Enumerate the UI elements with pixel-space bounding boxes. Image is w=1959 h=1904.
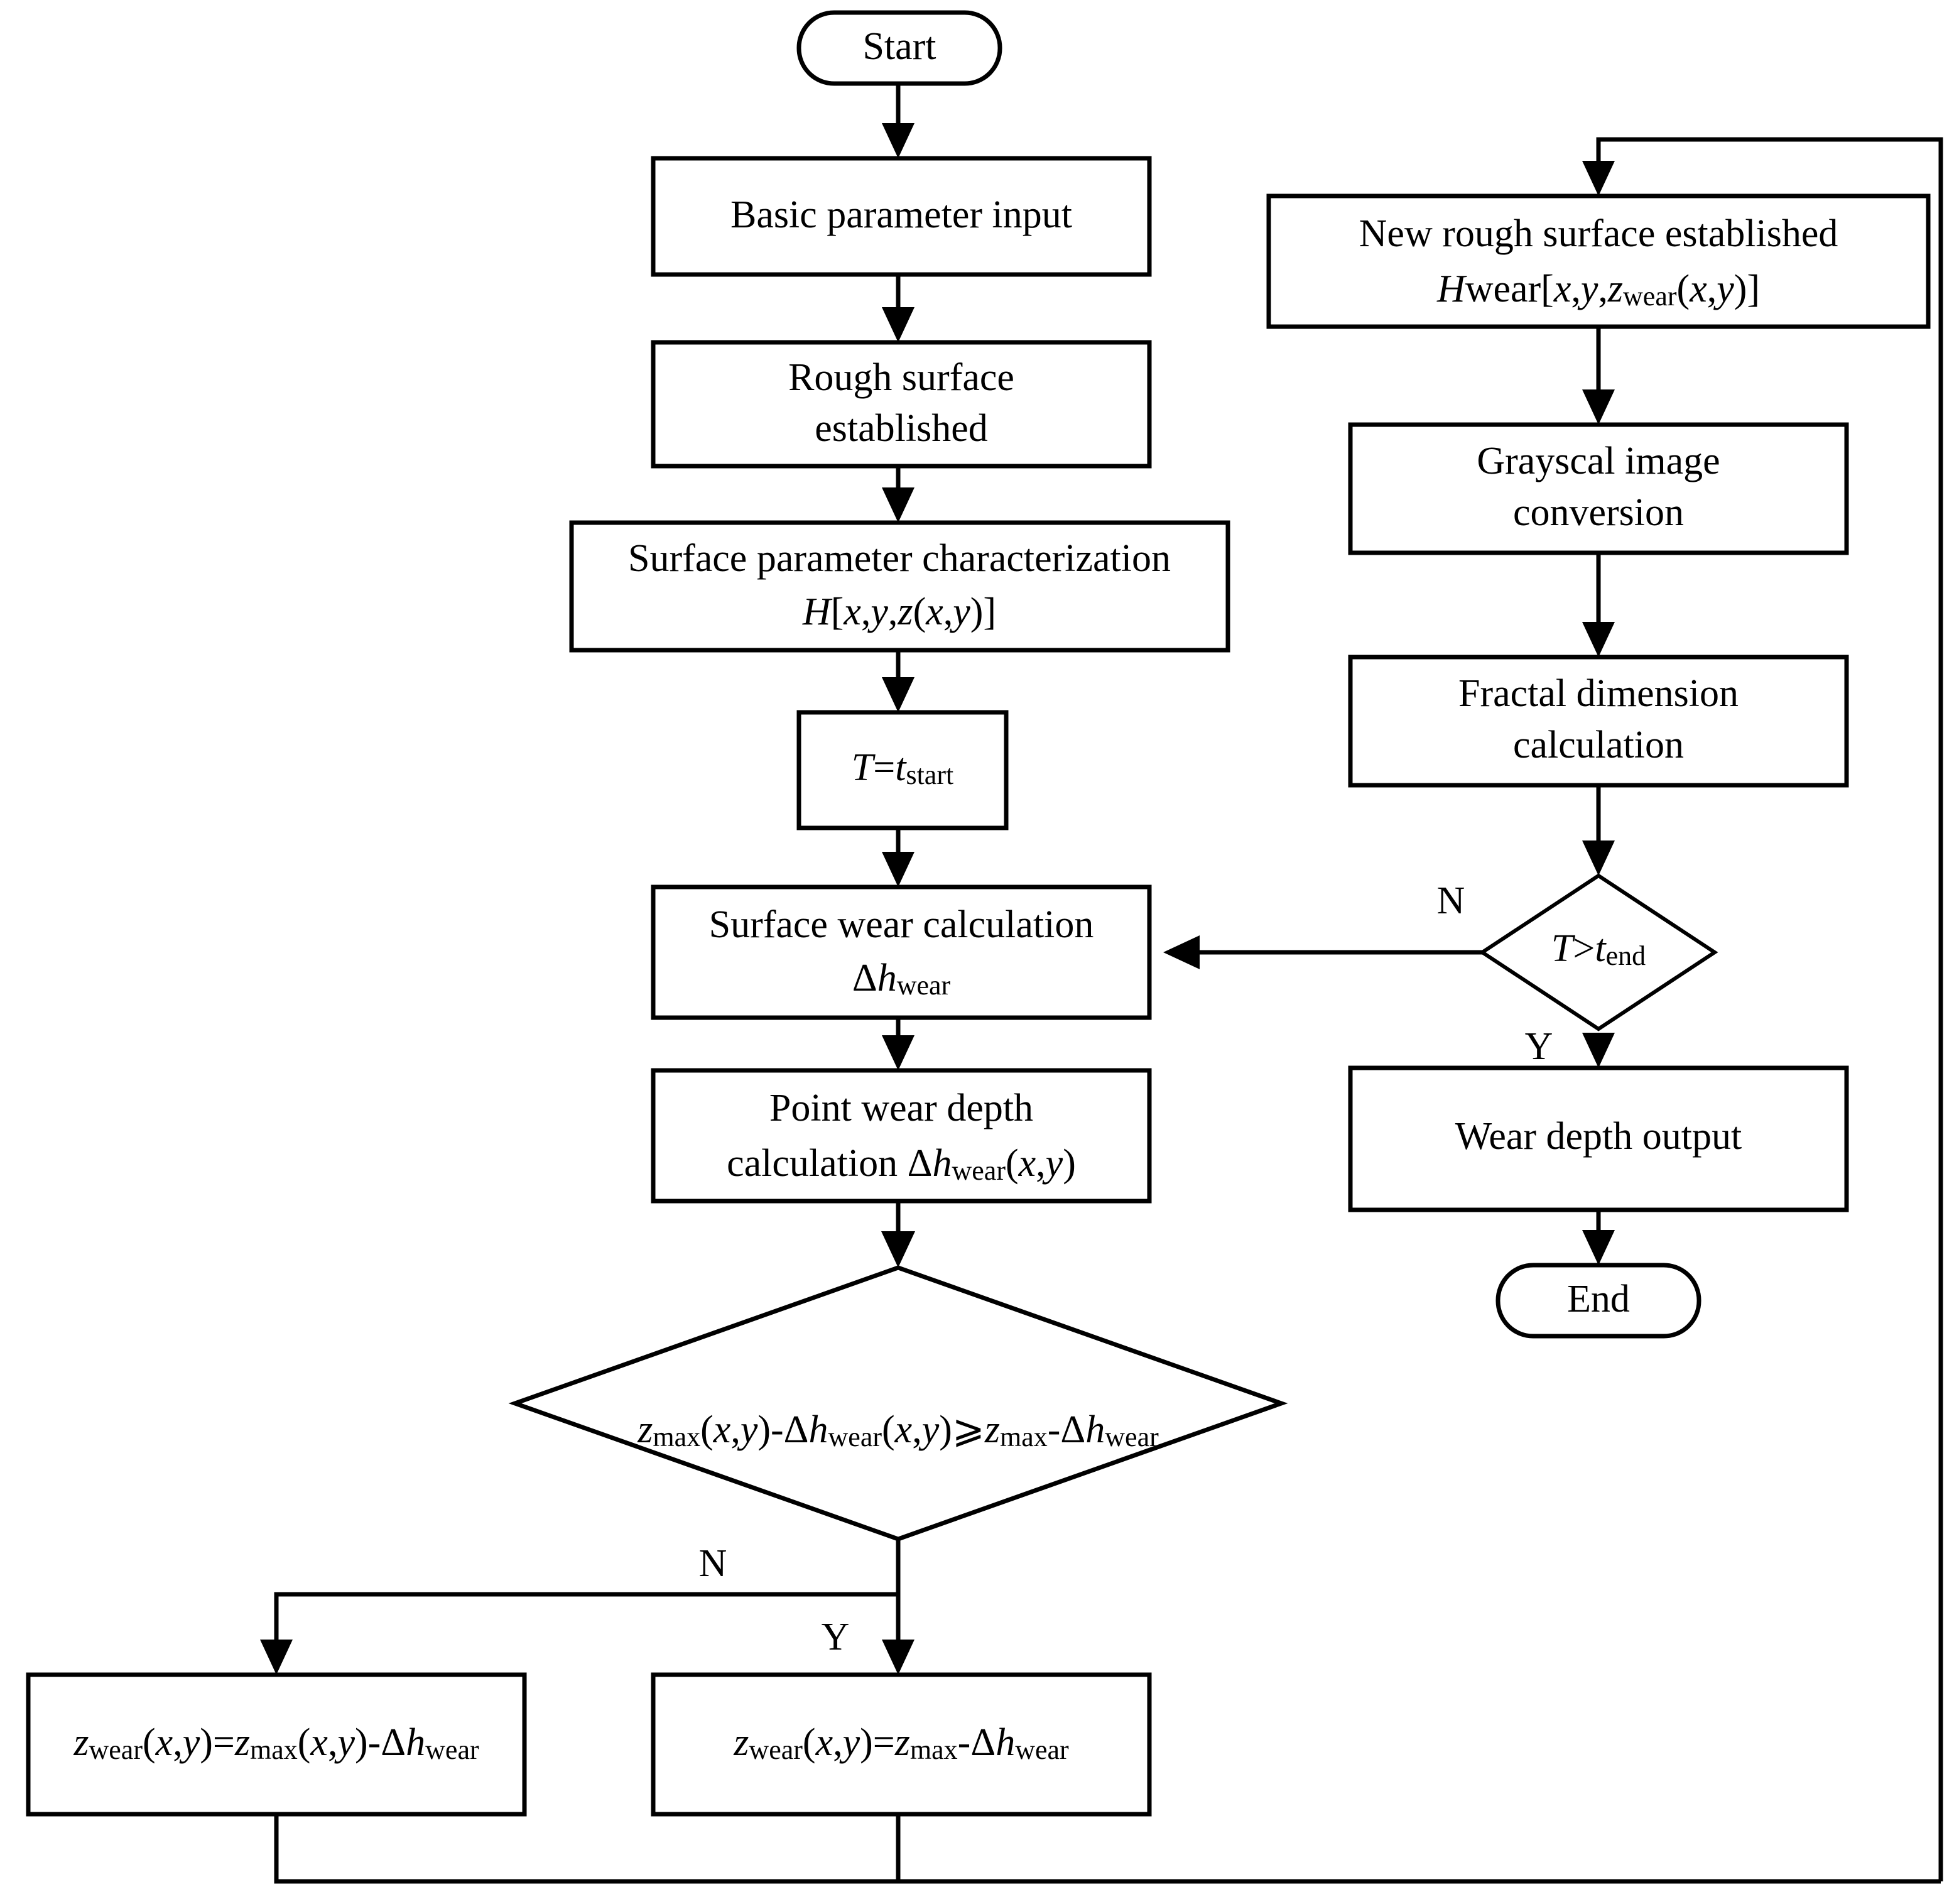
node-wear-depth-output[interactable]: Wear depth output	[1348, 1065, 1849, 1212]
edge-layer	[260, 84, 1943, 1884]
node-new-rough-surface-line1: New rough surface established	[1359, 212, 1838, 255]
node-fractal-line2: calculation	[1513, 724, 1684, 766]
node-basic-parameter-input[interactable]: Basic parameter input	[651, 156, 1152, 277]
edge-rough-surface-to-surface-param	[882, 466, 914, 523]
edge-decision-yes-to-assign-uniform	[882, 1594, 914, 1675]
node-point-wear-depth[interactable]: Point wear depth calculation Δhwear(x,y)	[651, 1068, 1152, 1204]
node-fractal-dimension[interactable]: Fractal dimension calculation	[1348, 655, 1849, 788]
node-time-init-label: T=tstart	[852, 746, 953, 790]
node-rough-surface-line2: established	[815, 407, 988, 450]
node-surface-wear-calculation[interactable]: Surface wear calculation Δhwear	[651, 884, 1152, 1020]
node-surface-param-line1: Surface parameter characterization	[628, 537, 1171, 580]
node-wear-condition-decision[interactable]: zmax(x,y)-Δhwear(x,y)⩾zmax-Δhwear	[508, 1265, 1288, 1542]
edge-time-init-to-surface-wear	[882, 828, 914, 887]
node-surface-parameter-characterization[interactable]: Surface parameter characterization H[x,y…	[569, 520, 1230, 653]
edge-assign-pointwise-to-return-bus	[274, 1814, 1941, 1884]
edge-grayscale-to-fractal	[1582, 553, 1615, 657]
node-fractal-line1: Fractal dimension	[1458, 672, 1739, 715]
node-grayscale-line2: conversion	[1513, 491, 1684, 534]
node-time-end-label: T>tend	[1551, 927, 1646, 971]
branch-label-wear-condition-no: N	[699, 1542, 727, 1585]
edge-wear-output-to-end	[1582, 1210, 1615, 1265]
edge-fractal-to-time-decision	[1582, 785, 1615, 876]
node-wear-depth-output-label: Wear depth output	[1455, 1115, 1742, 1158]
node-assign-pointwise-label: zwear(x,y)=zmax(x,y)-Δhwear	[73, 1721, 479, 1765]
node-grayscale-conversion[interactable]: Grayscal image conversion	[1348, 422, 1849, 555]
node-surface-wear-line2: Δhwear	[852, 957, 951, 1001]
edge-time-decision-no-to-surface-wear	[1163, 935, 1482, 969]
node-surface-param-line2: H[x,y,z(x,y)]	[802, 590, 996, 633]
edge-return-bus-to-new-rough-surface	[1582, 137, 1943, 1881]
branch-label-time-end-yes: Y	[1525, 1025, 1553, 1068]
edge-basic-input-to-rough-surface	[882, 275, 914, 342]
node-rough-surface-established[interactable]: Rough surface established	[651, 340, 1152, 469]
node-start-label: Start	[862, 25, 936, 68]
edge-point-wear-to-decision	[881, 1201, 915, 1268]
edge-start-to-basic-input	[882, 84, 914, 158]
node-rough-surface-line1: Rough surface	[788, 356, 1014, 399]
node-time-init[interactable]: T=tstart	[796, 710, 1009, 830]
node-new-rough-surface-line2: Hwear[x,y,zwear(x,y)]	[1436, 268, 1760, 312]
node-surface-wear-line1: Surface wear calculation	[709, 903, 1094, 946]
node-wear-condition-label: zmax(x,y)-Δhwear(x,y)⩾zmax-Δhwear	[637, 1408, 1159, 1452]
node-end-label: End	[1567, 1278, 1630, 1320]
node-assign-uniform-label: zwear(x,y)=zmax-Δhwear	[733, 1721, 1069, 1765]
node-point-wear-line1: Point wear depth	[769, 1087, 1033, 1129]
node-end[interactable]: End	[1495, 1263, 1701, 1339]
node-assign-wear-pointwise[interactable]: zwear(x,y)=zmax(x,y)-Δhwear	[26, 1672, 527, 1817]
node-grayscale-line1: Grayscal image	[1477, 440, 1720, 482]
edge-surface-wear-to-point-wear	[882, 1018, 914, 1070]
edge-time-decision-yes-to-wear-output	[1582, 1033, 1615, 1068]
node-basic-parameter-input-label: Basic parameter input	[730, 193, 1072, 236]
edge-surface-param-to-time-init	[882, 650, 914, 712]
edge-new-rough-surface-to-grayscale	[1582, 327, 1615, 425]
node-point-wear-line2: calculation Δhwear(x,y)	[727, 1142, 1076, 1186]
node-new-rough-surface[interactable]: New rough surface established Hwear[x,y,…	[1266, 193, 1931, 329]
edge-decision-no-to-assign-pointwise	[260, 1539, 901, 1675]
branch-label-time-end-no: N	[1437, 879, 1465, 922]
node-start[interactable]: Start	[796, 10, 1002, 86]
node-assign-wear-uniform[interactable]: zwear(x,y)=zmax-Δhwear	[651, 1672, 1152, 1817]
node-time-end-decision[interactable]: T>tend	[1479, 873, 1718, 1031]
branch-label-wear-condition-yes: Y	[822, 1616, 850, 1658]
